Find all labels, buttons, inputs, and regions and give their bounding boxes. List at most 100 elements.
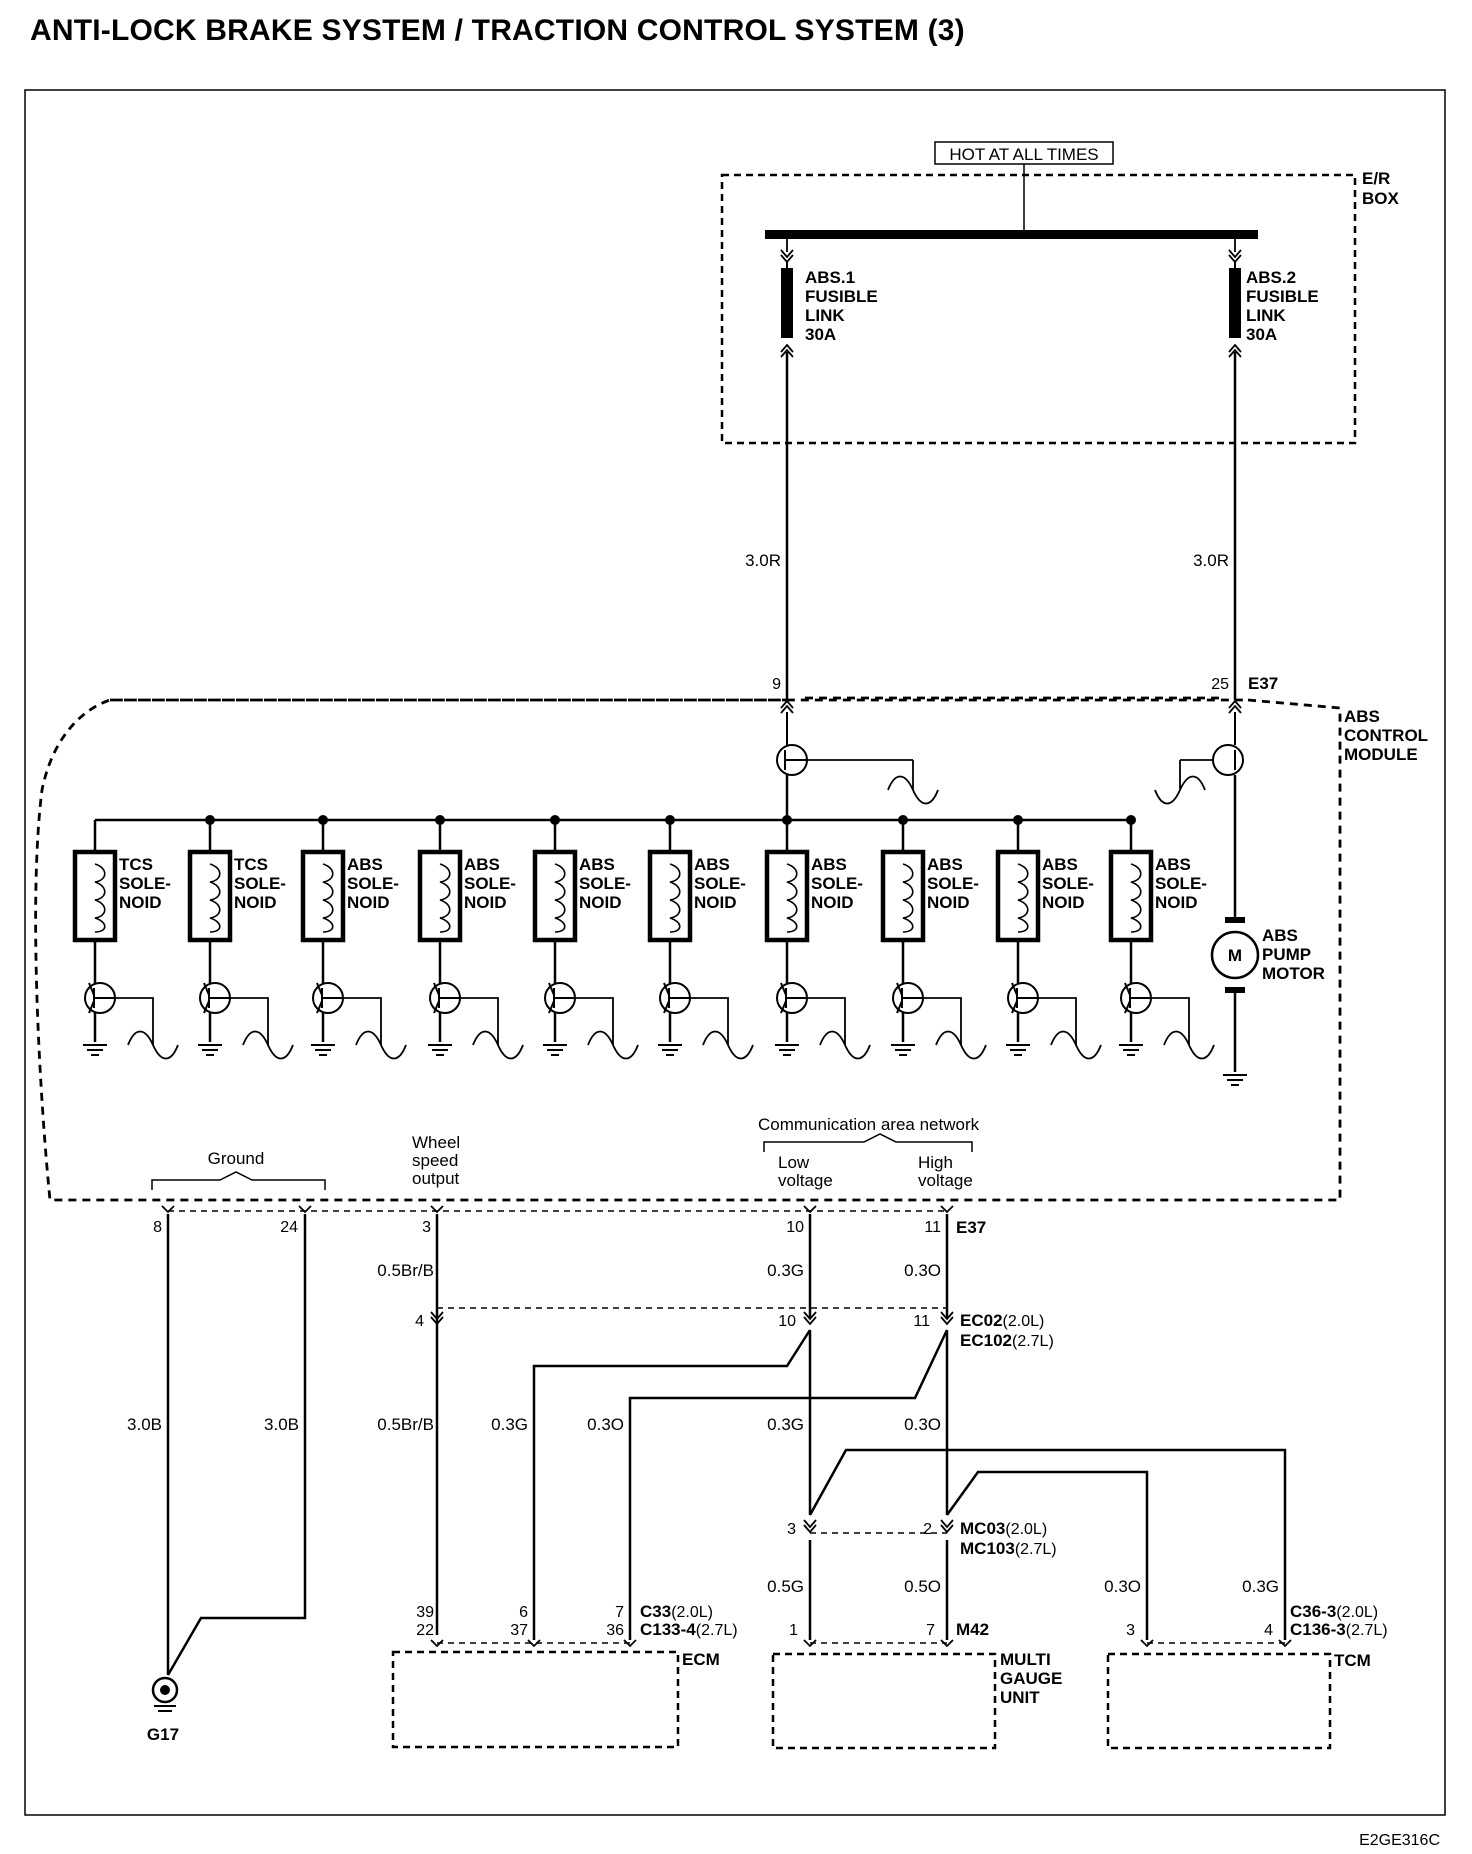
svg-text:LINK: LINK [1246,306,1286,325]
svg-text:speed: speed [412,1151,458,1170]
solenoid-label: NOID [579,893,622,912]
solenoid-label: SOLE- [1042,874,1094,893]
wire-label-ground1: 3.0B [127,1415,162,1434]
ecm-label: ECM [682,1650,720,1669]
tcm-label: TCM [1334,1651,1371,1670]
hot-at-all-times-label: HOT AT ALL TIMES [949,145,1098,164]
tcm-module: 3 4 C36-3(2.0L) C136-3(2.7L) TCM [1106,1602,1388,1750]
wire-label-ground2: 3.0B [264,1415,299,1434]
feed-wires: 3.0R 3.0R [745,352,1237,700]
svg-text:MC03(2.0L): MC03(2.0L) [960,1519,1047,1538]
figure-code: E2GE316C [1359,1832,1440,1849]
wire-label-ecm-o: 0.3O [587,1415,624,1434]
tcm-pin-4: 4 [1264,1622,1273,1639]
solenoid-label: NOID [234,893,277,912]
ecm-pin-6: 6 [519,1604,528,1621]
abs-control-module: 9 25 E37 ABS CONTROL MODULE TCSSOLE-NOID… [34,674,1428,1202]
solenoid-label: SOLE- [927,874,979,893]
solenoid-label: NOID [811,893,854,912]
mc03-pin-2: 2 [923,1521,932,1538]
solenoid-driver-transistor [429,982,461,1014]
mc03-pin-3: 3 [787,1521,796,1538]
ec02-pin-11: 11 [913,1313,930,1330]
svg-text:E37: E37 [956,1218,986,1237]
solenoid-driver-transistor [312,982,344,1014]
wire-label-wss1: 0.5Br/B [377,1261,434,1280]
solenoid-label: ABS [811,855,847,874]
svg-text:voltage: voltage [918,1171,973,1190]
ec02-pin-10: 10 [778,1313,796,1330]
solenoid-label: NOID [694,893,737,912]
solenoid-label: SOLE- [347,874,399,893]
solenoid-array: TCSSOLE-NOIDTCSSOLE-NOIDABSSOLE-NOIDABSS… [75,815,1215,1060]
solenoid-label: ABS [464,855,500,874]
ground-wires: 3.0B 3.0B G17 [127,1214,307,1744]
g17-label: G17 [147,1725,179,1744]
connector-mc03: 3 2 MC03(2.0L) MC103(2.7L) 0.5G 0.5O [767,1519,1057,1640]
solenoid-driver-transistor [544,982,576,1014]
svg-text:BOX: BOX [1362,189,1400,208]
solenoid-label: SOLE- [579,874,631,893]
svg-text:output: output [412,1169,460,1188]
solenoid-label: NOID [464,893,507,912]
wire-label-feed1: 3.0R [745,551,781,570]
solenoid-label: SOLE- [1155,874,1207,893]
ec02-pin-4: 4 [415,1313,424,1330]
svg-text:ABS.2: ABS.2 [1246,268,1296,287]
wire-label-low-mc: 0.3G [767,1415,804,1434]
solenoid-label: ABS [1155,855,1191,874]
pin-24: 24 [280,1219,298,1236]
svg-text:EC02(2.0L): EC02(2.0L) [960,1311,1044,1330]
ecm-module: 39 6 7 22 37 36 C33(2.0L) C133-4(2.7L) E… [391,1602,738,1749]
solenoid-driver-transistor [659,982,691,1014]
pin-8: 8 [153,1219,162,1236]
solenoid-label: SOLE- [694,874,746,893]
wss-label: Wheel [412,1133,460,1152]
svg-text:MODULE: MODULE [1344,745,1418,764]
solenoid-label: ABS [579,855,615,874]
connector-ec02: 4 10 11 EC02(2.0L) EC102(2.7L) [415,1307,1054,1350]
solenoid-driver-transistor [1007,982,1039,1014]
solenoid-label: SOLE- [234,874,286,893]
fuse-link-2 [1229,268,1241,338]
motor-symbol: M [1228,946,1242,965]
wire-label-mgu-o: 0.5O [904,1577,941,1596]
page-title: ANTI-LOCK BRAKE SYSTEM / TRACTION CONTRO… [30,14,965,47]
solenoid-label: ABS [347,855,383,874]
pin-10: 10 [786,1219,804,1236]
ecm-pin-37: 37 [510,1622,528,1639]
svg-text:FUSIBLE: FUSIBLE [805,287,878,306]
svg-text:EC102(2.7L): EC102(2.7L) [960,1331,1054,1350]
connector-e37-top: E37 [1248,674,1278,693]
solenoid-label: NOID [347,893,390,912]
solenoid-label: TCS [234,855,268,874]
can-wires: 0.3G 0.3O 0.3G 0.3O 0.3G 0.3O 0.3O 0.3G [491,1214,1287,1640]
svg-text:C136-3(2.7L): C136-3(2.7L) [1290,1620,1388,1639]
tcm-pin-3: 3 [1126,1622,1135,1639]
wire-label-high-ec: 0.3O [904,1261,941,1280]
solenoid-label: TCS [119,855,153,874]
er-box-label: E/R [1362,169,1390,188]
wire-label-tcm-o: 0.3O [1104,1577,1141,1596]
svg-text:30A: 30A [1246,325,1277,344]
wire-label-mgu-g: 0.5G [767,1577,804,1596]
svg-text:30A: 30A [805,325,836,344]
svg-text:LINK: LINK [805,306,845,325]
wire-label-feed2: 3.0R [1193,551,1229,570]
pump-transistor [1212,744,1244,776]
ground-label: Ground [208,1149,265,1168]
fuse-link-1 [781,268,793,338]
solenoid-label: SOLE- [119,874,171,893]
fuse-2-label: ABS.2 FUSIBLE LINK 30A [1246,268,1319,344]
svg-text:FUSIBLE: FUSIBLE [1246,287,1319,306]
solenoid-label: ABS [1042,855,1078,874]
wire-label-low-ec: 0.3G [767,1261,804,1280]
solenoid-label: SOLE- [811,874,863,893]
solenoid-label: NOID [1042,893,1085,912]
